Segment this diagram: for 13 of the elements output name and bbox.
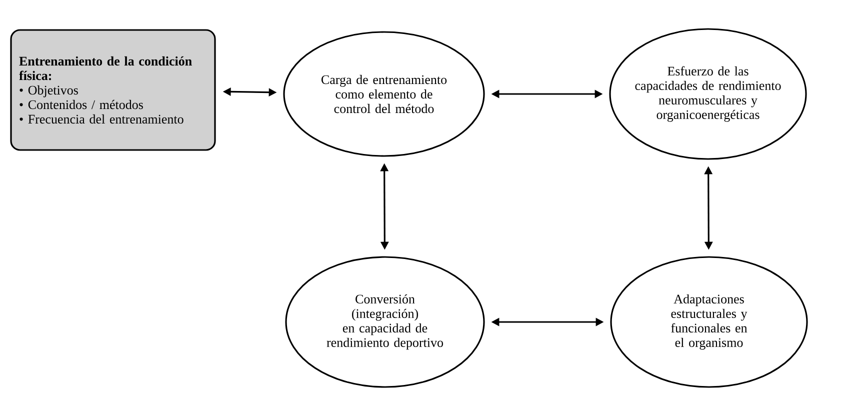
node-text: Esfuerzo de las capacidades de rendimiento neuromusculares y organicoenergéticas bbox=[635, 66, 781, 122]
node-text: Adaptaciones estructurales y funcionales en el organismo bbox=[671, 294, 748, 350]
process-ellipse bbox=[610, 256, 808, 388]
process-ellipse bbox=[609, 28, 807, 160]
process-ellipse bbox=[283, 31, 485, 157]
bullet-item: • Contenidos / métodos bbox=[20, 100, 143, 110]
box-heading: Entrenamiento de la condición física: bbox=[19, 56, 192, 80]
bullet-item: • Objetivos bbox=[20, 85, 78, 98]
bullet-item: • Frecuencia del entrenamiento bbox=[20, 114, 184, 124]
node-text: Carga de entrenamiento como elemento de control del método bbox=[322, 74, 447, 114]
info-box bbox=[10, 29, 216, 151]
node-text: Conversión (integración) en capacidad de rendimiento deportivo bbox=[326, 294, 444, 350]
process-ellipse bbox=[285, 256, 485, 388]
